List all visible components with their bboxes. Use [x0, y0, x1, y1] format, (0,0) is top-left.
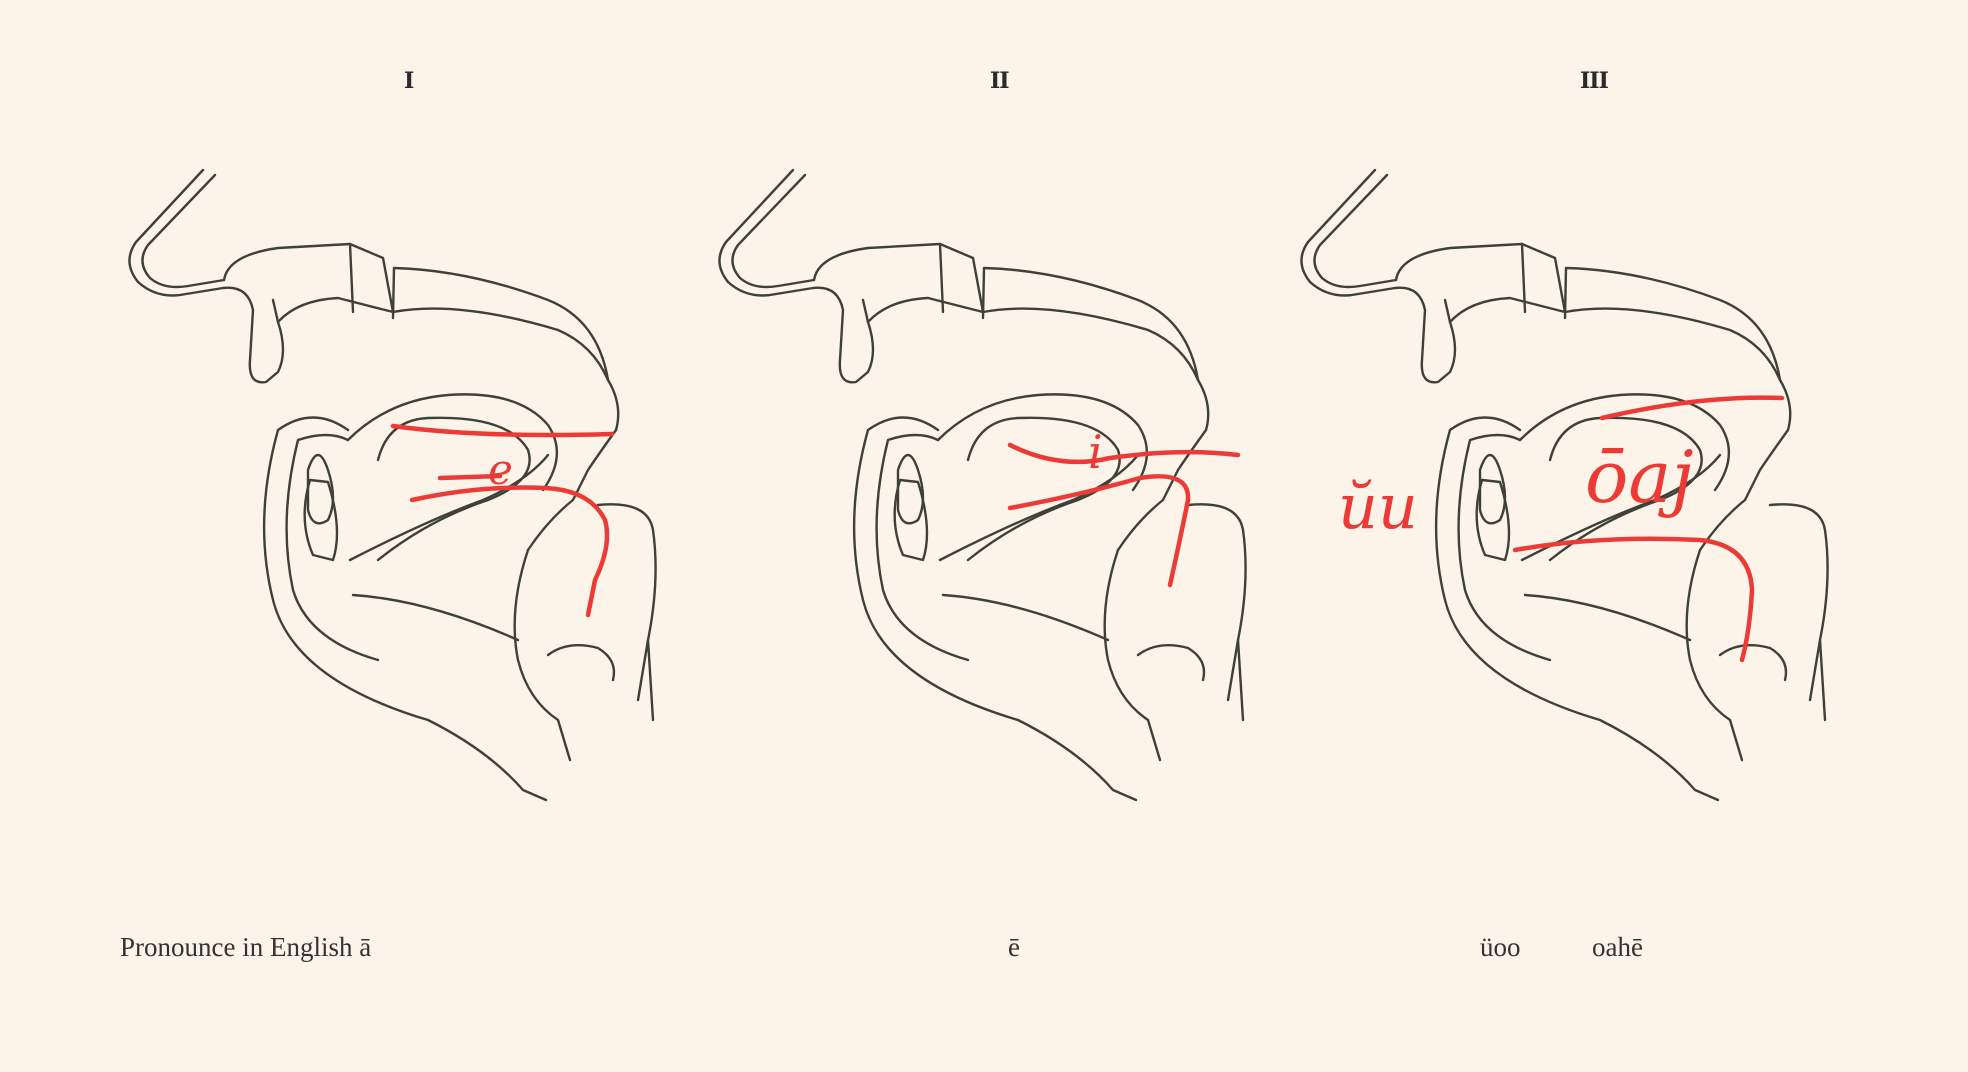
- panel-2-vowel-label: i: [1088, 425, 1103, 479]
- panel-2-numeral: II: [990, 68, 1010, 94]
- panel-3-palate-marking: [1599, 395, 1785, 421]
- panel-3-vowel-label-front: ŭu: [1338, 470, 1418, 543]
- panel-2-tongue-marking: [1007, 474, 1191, 588]
- panel-1-underline: [437, 473, 503, 481]
- panel-2-palate-marking: [1007, 442, 1241, 465]
- panel-1-palate-marking: [390, 423, 615, 438]
- panel-1-numeral: I: [404, 68, 414, 94]
- panel-3-tongue-marking: [1512, 536, 1755, 663]
- panel-3-caption-right: oahē: [1592, 932, 1643, 962]
- panel-1-vowel-label: e: [488, 445, 513, 494]
- panel-1-tongue-marking: [409, 485, 610, 618]
- panel-3-numeral: III: [1580, 68, 1609, 94]
- panel-1-caption: Pronounce in English ā: [120, 932, 372, 962]
- panel-2-caption: ē: [1008, 932, 1020, 962]
- panel-3-caption-left: üoo: [1480, 932, 1521, 962]
- panel-3-vowel-label-back: ōaj: [1585, 435, 1694, 519]
